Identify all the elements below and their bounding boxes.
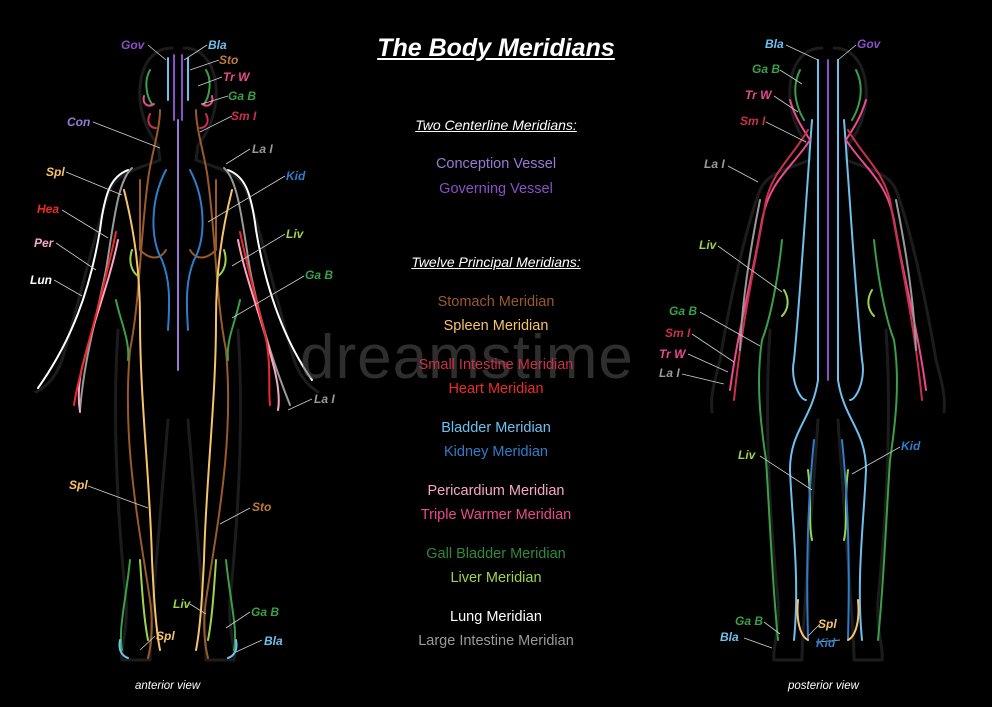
anterior-liver-line <box>129 249 227 641</box>
anterior-label-trw: Tr W <box>223 70 250 84</box>
anterior-label-bla: Bla <box>208 38 227 52</box>
principal-item: Liver Meridian <box>450 570 542 586</box>
posterior-label-gab: Ga B <box>752 62 781 76</box>
anterior-large-intestine-line <box>79 167 291 411</box>
anterior-gallbladder-line <box>115 69 241 651</box>
posterior-gallbladder-line <box>758 69 898 641</box>
centerline-item: Conception Vessel <box>435 156 557 172</box>
principal-item: Triple Warmer Meridian <box>420 507 572 523</box>
principal-item: Kidney Meridian <box>444 444 548 460</box>
posterior-label-bla: Bla <box>765 37 784 51</box>
anterior-leader-lines <box>53 44 313 653</box>
posterior-label-gab-2: Ga B <box>669 304 698 318</box>
posterior-liver-line <box>781 289 875 541</box>
anterior-label-spl: Spl <box>46 165 65 179</box>
posterior-label-smi: Sm I <box>740 114 766 128</box>
posterior-label-kid: Kid <box>901 439 921 453</box>
centerline-item: Governing Vessel <box>439 181 553 197</box>
anterior-label-smi: Sm I <box>231 109 257 123</box>
principal-item: Heart Meridian <box>448 381 544 397</box>
anterior-heart-line <box>73 231 271 406</box>
posterior-label-liv-2: Liv <box>738 448 756 462</box>
principal-item: Lung Meridian <box>450 609 542 625</box>
principal-item: Pericardium Meridian <box>427 483 565 499</box>
anterior-label-sto-2: Sto <box>252 500 272 514</box>
watermark: dreamstime <box>300 323 634 392</box>
posterior-view-label: posterior view <box>788 680 859 692</box>
posterior-label-trw-2: Tr W <box>659 347 686 361</box>
posterior-label-smi-2: Sm I <box>665 326 691 340</box>
posterior-large-intestine-line <box>739 199 917 351</box>
posterior-label-spl: Spl <box>818 617 837 631</box>
principal-item: Bladder Meridian <box>441 420 551 436</box>
anterior-stomach-line <box>126 109 230 659</box>
principal-item: Large Intestine Meridian <box>418 633 574 649</box>
posterior-label-lai: La I <box>704 157 725 171</box>
anterior-lung-line <box>37 169 313 389</box>
principal-item: Gall Bladder Meridian <box>426 546 566 562</box>
principal-item: Stomach Meridian <box>437 294 555 310</box>
anterior-label-spl-2: Spl <box>69 478 88 492</box>
page-title: The Body Meridians <box>377 34 615 62</box>
anterior-label-liv-2: Liv <box>173 597 191 611</box>
anterior-triple-warmer-line <box>142 95 214 107</box>
anterior-kidney-line <box>152 169 204 331</box>
anterior-governing-line <box>173 54 183 121</box>
posterior-spleen-line <box>796 599 860 641</box>
anterior-label-gab: Ga B <box>228 89 257 103</box>
anterior-label-gab-3: Ga B <box>251 605 280 619</box>
posterior-label-trw: Tr W <box>745 88 772 102</box>
anterior-label-sto: Sto <box>219 53 239 67</box>
anterior-small-intestine-line <box>147 113 209 129</box>
posterior-label-gab-3: Ga B <box>735 614 764 628</box>
anterior-label-per: Per <box>34 236 54 250</box>
anterior-figure <box>34 46 320 662</box>
posterior-label-bla-2: Bla <box>720 630 739 644</box>
anterior-label-gab-2: Ga B <box>305 268 334 282</box>
posterior-figure <box>710 46 946 662</box>
posterior-leader-lines <box>681 44 901 649</box>
posterior-label-gov: Gov <box>857 37 881 51</box>
anterior-bladder-line <box>118 57 238 659</box>
posterior-label-kid-2: Kid <box>816 636 836 650</box>
anterior-spleen-line <box>123 189 233 651</box>
posterior-kidney-line <box>806 439 850 641</box>
posterior-label-lai-2: La I <box>659 366 680 380</box>
section-principal-heading: Twelve Principal Meridians: <box>411 254 581 270</box>
posterior-bladder-line <box>789 59 867 641</box>
section-centerline-heading: Two Centerline Meridians: <box>415 117 577 133</box>
anterior-label-con: Con <box>67 115 91 129</box>
anterior-label-kid: Kid <box>286 169 306 183</box>
anterior-label-spl-3: Spl <box>156 629 175 643</box>
anterior-body-outline <box>34 46 320 662</box>
anterior-label-bla-2: Bla <box>264 634 283 648</box>
principal-item: Spleen Meridian <box>443 318 549 334</box>
anterior-label-liv: Liv <box>286 227 304 241</box>
posterior-label-liv: Liv <box>699 238 717 252</box>
principal-item: Small Intestine Meridian <box>418 357 574 373</box>
posterior-body-outline <box>710 46 946 662</box>
anterior-label-hea: Hea <box>37 202 60 216</box>
anterior-label-lai-2: La I <box>314 392 335 406</box>
anterior-label-gov: Gov <box>121 38 145 52</box>
anterior-label-lun: Lun <box>30 273 52 287</box>
anterior-view-label: anterior view <box>135 680 201 692</box>
anterior-label-lai: La I <box>252 142 273 156</box>
